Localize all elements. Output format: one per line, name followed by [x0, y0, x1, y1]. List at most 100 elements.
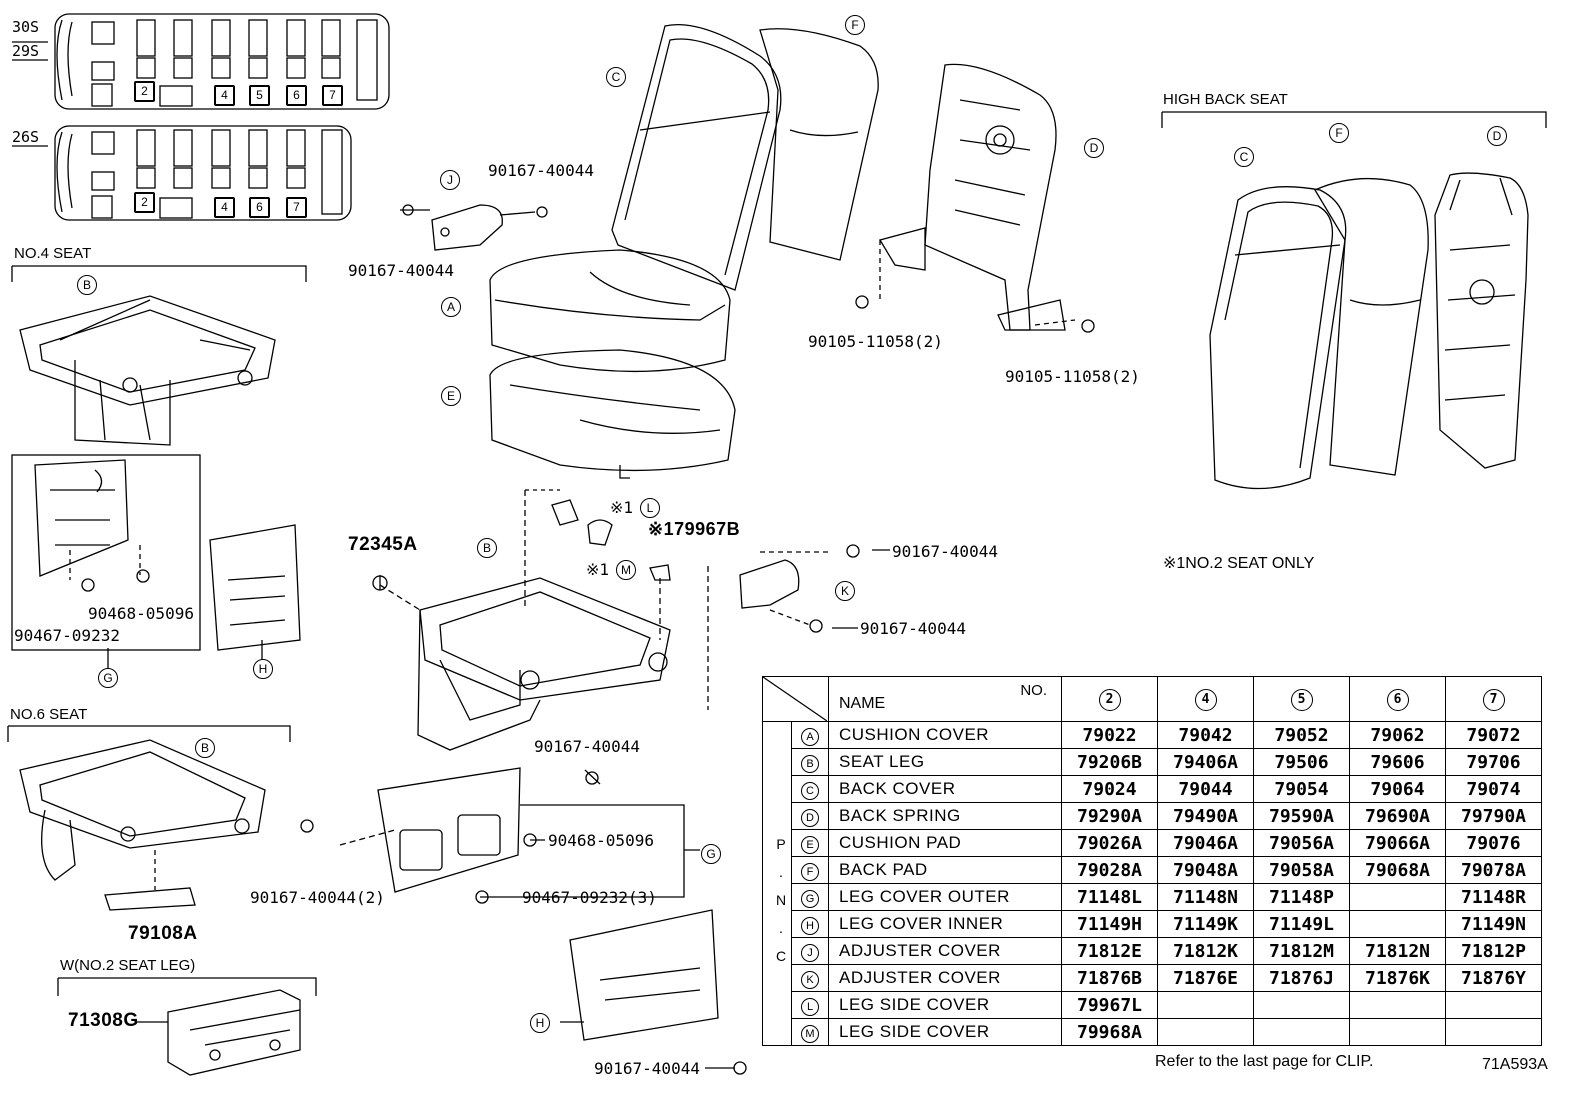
high-back-seat-bracket	[1161, 111, 1547, 128]
table-corner	[762, 676, 829, 722]
section-title-w: W(NO.2 SEAT LEG)	[60, 957, 196, 974]
seat-position-6: 6	[286, 85, 307, 106]
row-key-circle: A	[801, 727, 819, 746]
part-number-cell: 79042	[1157, 721, 1254, 749]
table-column-header: 7	[1445, 676, 1542, 722]
part-number-cell: 79074	[1445, 775, 1542, 803]
part-number-cell: 79506	[1253, 748, 1350, 776]
section-title-high-back: HIGH BACK SEAT	[1163, 91, 1288, 108]
note-no2-only: ※1NO.2 SEAT ONLY	[1163, 555, 1315, 572]
part-number-cell: 71876J	[1253, 964, 1350, 992]
part-name-cell: LEG COVER OUTER	[828, 883, 1062, 911]
section-title-no4: NO.4 SEAT	[14, 245, 92, 262]
callout-b-center: B	[477, 538, 497, 558]
diagram-code: 71A593A	[1482, 1056, 1548, 1073]
part-number-cell: 79048A	[1157, 856, 1254, 884]
seat-position-7: 7	[286, 197, 307, 218]
part-label: 90167-40044	[860, 619, 966, 638]
part-number-cell	[1349, 991, 1446, 1019]
part-name-cell: BACK PAD	[828, 856, 1062, 884]
no4-seat-frame-drawing	[19, 295, 276, 446]
part-number-cell: 71812E	[1061, 937, 1158, 965]
adjuster-cover-k-drawing	[739, 551, 830, 626]
part-number-cell: 79046A	[1157, 829, 1254, 857]
row-key-circle: M	[801, 1024, 819, 1043]
part-name-cell: CUSHION COVER	[828, 721, 1062, 749]
row-key-circle: C	[801, 781, 819, 800]
callout-c: C	[606, 67, 626, 87]
part-label: 90167-40044	[892, 542, 998, 561]
footer-note: Refer to the last page for CLIP.	[1155, 1053, 1374, 1070]
leg-side-cover-m-drawing	[649, 564, 671, 581]
layout-label-29s: 29S	[12, 42, 40, 60]
callout-e: E	[441, 386, 461, 406]
seat-layout-30s-outline	[54, 13, 390, 110]
leader-dash	[69, 545, 141, 580]
high-back-seat-drawing	[1209, 172, 1529, 490]
part-number-cell	[1253, 1018, 1350, 1046]
pnc-column	[762, 721, 792, 1046]
center-seat-leg-drawing	[379, 489, 709, 751]
part-note-marker: ※1	[610, 498, 634, 517]
callout-f: F	[845, 15, 865, 35]
leg-cover-inner-drawing	[560, 909, 719, 1041]
part-label: 90167-40044	[348, 261, 454, 280]
layout-label-30s: 30S	[12, 18, 40, 36]
part-number-cell: 79490A	[1157, 802, 1254, 830]
callout-f-high: F	[1329, 123, 1349, 143]
part-number-cell: 79024	[1061, 775, 1158, 803]
row-key-circle: K	[801, 970, 819, 989]
part-number-cell: 79967L	[1061, 991, 1158, 1019]
section-title-no6: NO.6 SEAT	[10, 706, 88, 723]
part-number-cell: 79706	[1445, 748, 1542, 776]
part-label: 90468-05096	[88, 604, 194, 623]
nut-icon	[372, 575, 388, 591]
row-key-circle: G	[801, 889, 819, 908]
part-number-cell: 79054	[1253, 775, 1350, 803]
part-name-cell: LEG SIDE COVER	[828, 1018, 1062, 1046]
clip-icon	[475, 890, 489, 904]
bolt-icon	[585, 771, 599, 785]
cushion-pad-drawing	[489, 349, 736, 479]
row-key-circle: J	[801, 943, 819, 962]
back-spring-drawing	[878, 63, 1076, 331]
part-number-cell: 79206B	[1061, 748, 1158, 776]
table-column-header: 4	[1157, 676, 1254, 722]
bolt-icon	[855, 295, 869, 309]
part-number-cell: 79790A	[1445, 802, 1542, 830]
row-key-circle: E	[801, 835, 819, 854]
seat-position-7: 7	[322, 85, 343, 106]
part-number-cell: 79968A	[1061, 1018, 1158, 1046]
part-label: 90105-11058(2)	[808, 332, 943, 351]
part-number-cell: 71876Y	[1445, 964, 1542, 992]
row-key-cell: K	[791, 964, 829, 992]
leg-cover-outer-small	[34, 459, 129, 577]
part-name-cell: LEG SIDE COVER	[828, 991, 1062, 1019]
seat-layout-26s-outline	[54, 125, 352, 221]
part-number-cell: 71148N	[1157, 883, 1254, 911]
part-number-cell: 79590A	[1253, 802, 1350, 830]
part-number-cell: 79072	[1445, 721, 1542, 749]
clip-icon	[523, 833, 537, 847]
callout-a: A	[441, 297, 461, 317]
part-number-cell: 79076	[1445, 829, 1542, 857]
part-label: 90167-40044	[594, 1059, 700, 1078]
row-key-circle: H	[801, 916, 819, 935]
callout-l: L	[640, 498, 660, 518]
row-key-cell: D	[791, 802, 829, 830]
row-key-circle: F	[801, 862, 819, 881]
part-number-cell: 79078A	[1445, 856, 1542, 884]
row-key-circle: D	[801, 808, 819, 827]
callout-h: H	[530, 1013, 550, 1033]
seat-position-6: 6	[249, 197, 270, 218]
part-number-cell: 79058A	[1253, 856, 1350, 884]
part-label: 79108A	[128, 923, 198, 944]
part-number-cell: 71812N	[1349, 937, 1446, 965]
part-number-cell: 79052	[1253, 721, 1350, 749]
